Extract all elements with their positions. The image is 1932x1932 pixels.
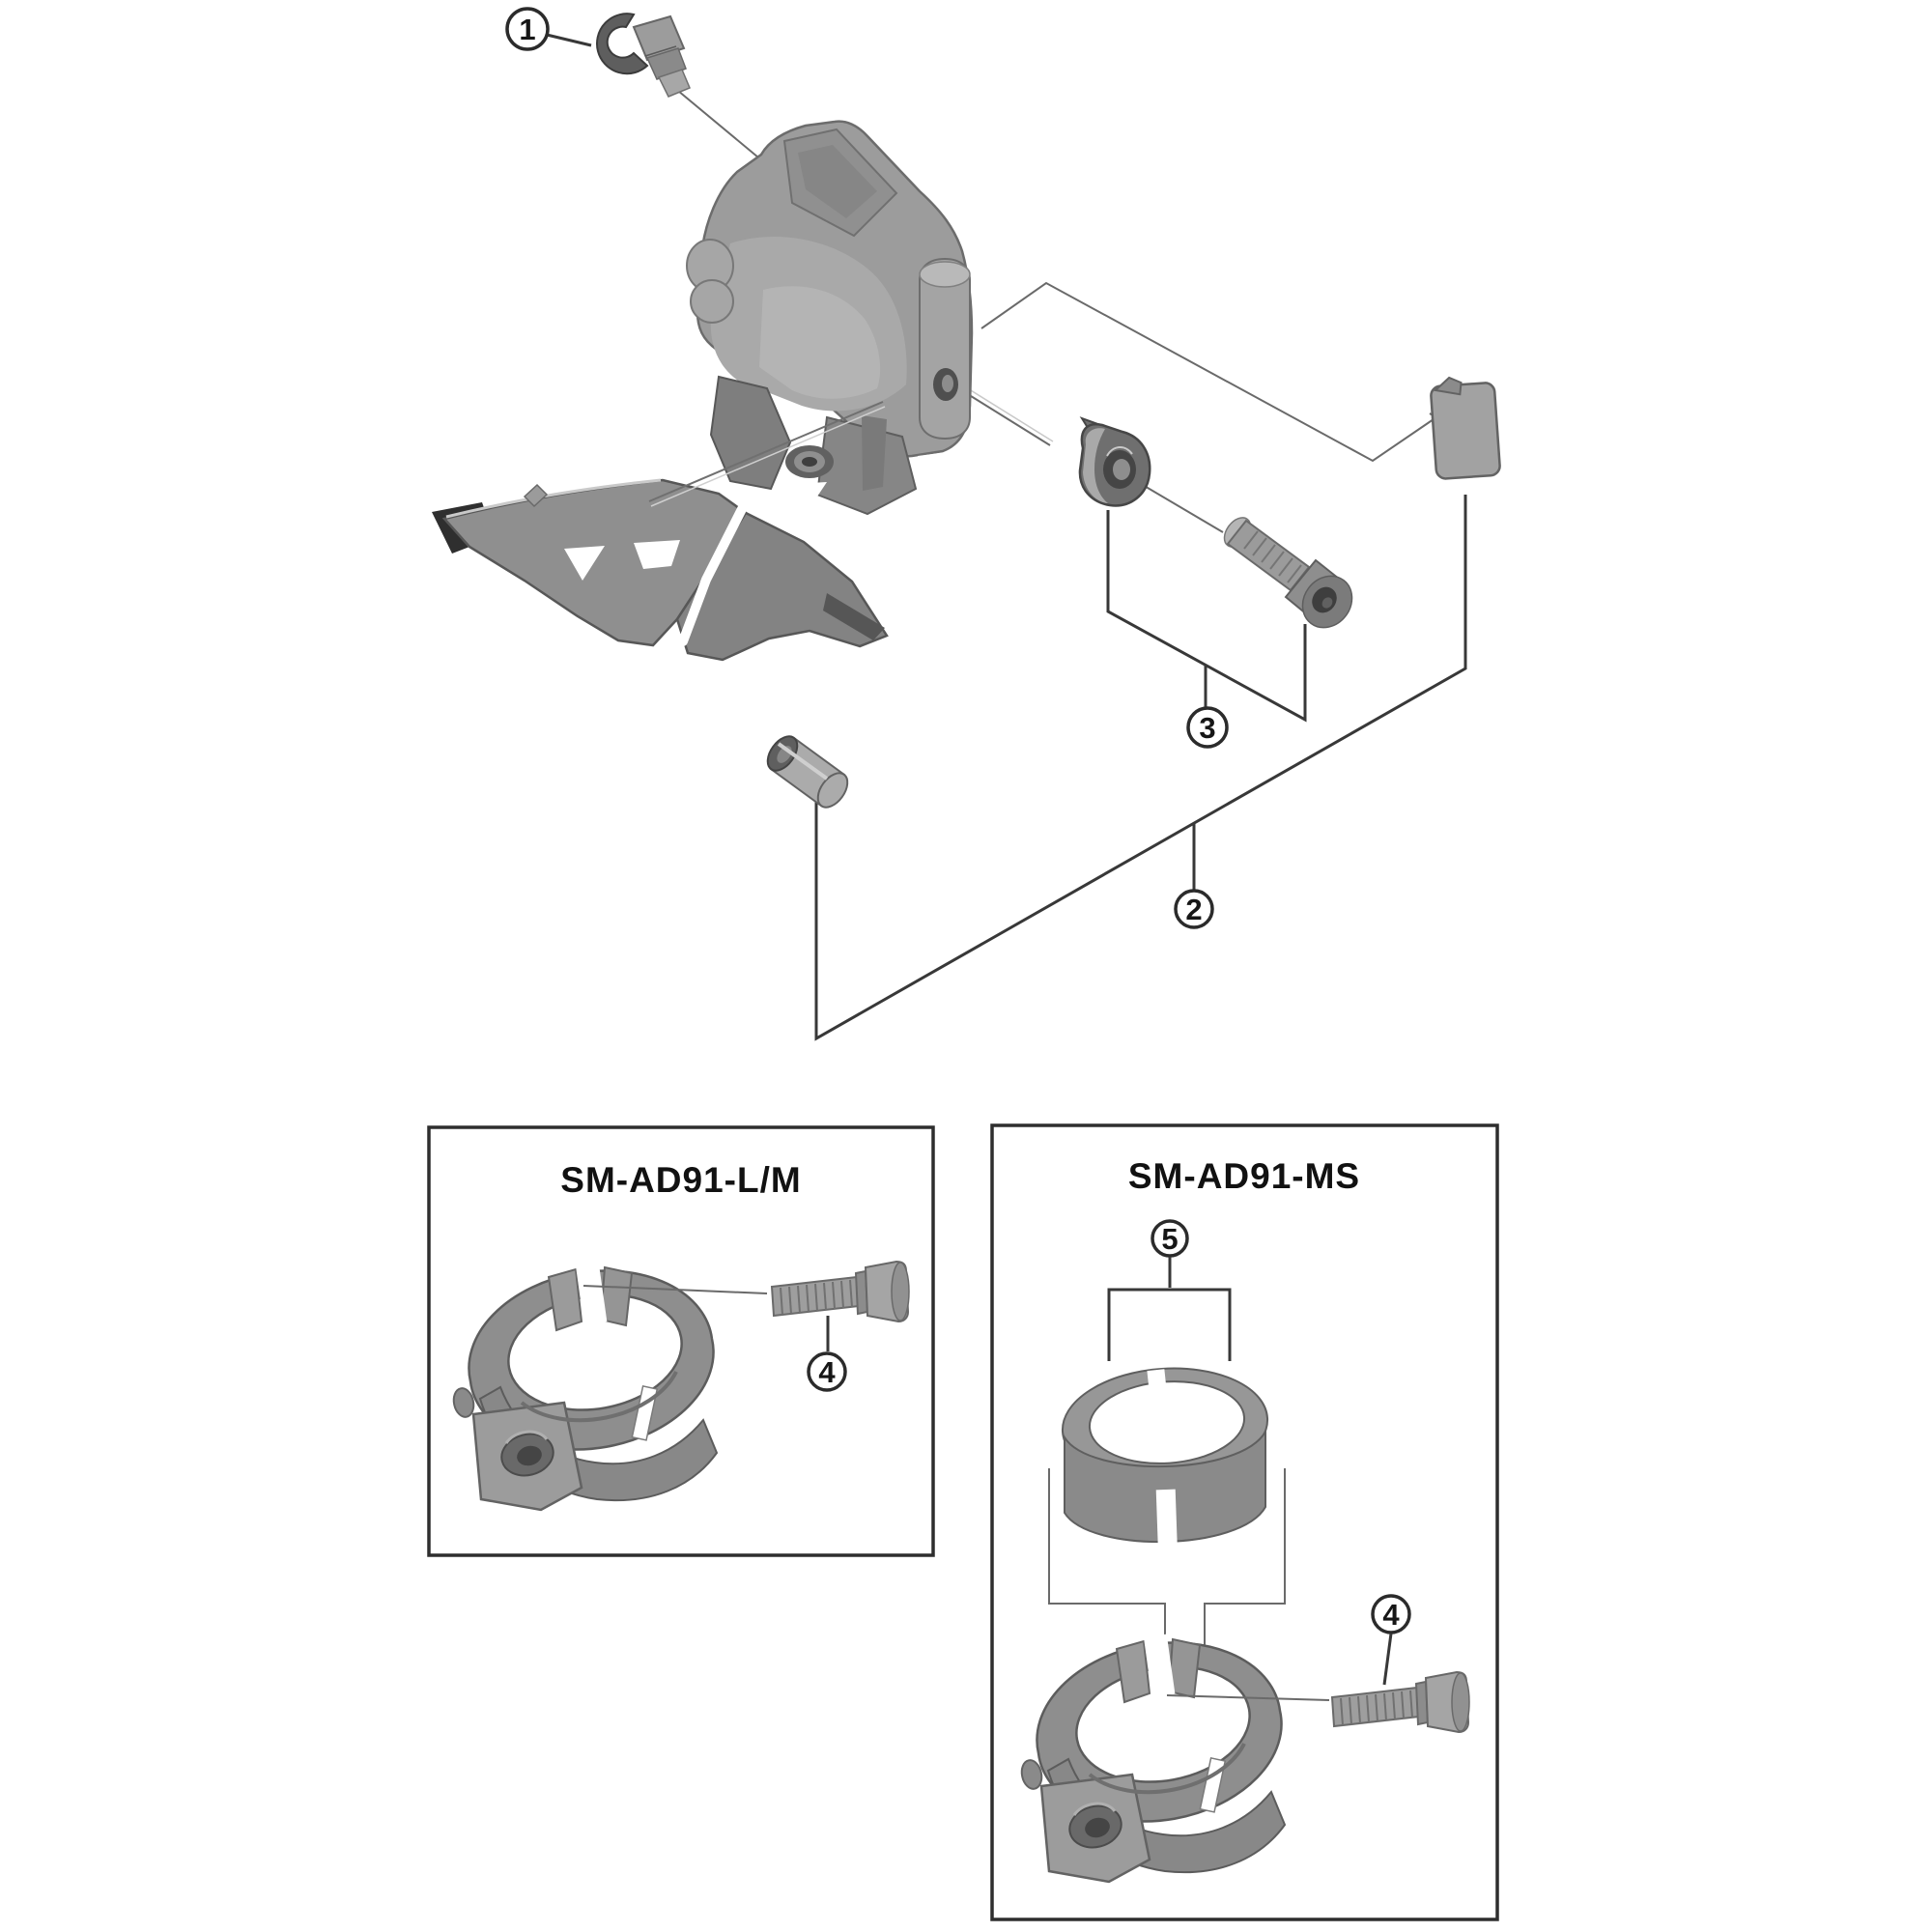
callout-4R-circle bbox=[1371, 1594, 1411, 1634]
cage-tail bbox=[823, 593, 885, 640]
callout-1: 1 bbox=[505, 7, 550, 51]
left-ear-lower bbox=[690, 279, 734, 324]
shim-front-wall bbox=[1064, 1428, 1266, 1544]
bolt3-socket-inner bbox=[1321, 597, 1333, 609]
callout-5-number: 5 bbox=[1161, 1222, 1178, 1256]
callout-5: 5 bbox=[1151, 1219, 1189, 1258]
shim-gap-back bbox=[1147, 1369, 1170, 1419]
bolt-seam bbox=[644, 45, 677, 57]
shim-gap-front bbox=[1155, 1489, 1179, 1562]
top-label-inner bbox=[798, 145, 877, 218]
cable-clamp-washer bbox=[596, 13, 649, 75]
support-bolt-and-nut-icon bbox=[1078, 416, 1353, 629]
shim-bracket bbox=[1107, 1288, 1232, 1361]
link-arm-left bbox=[709, 375, 792, 491]
clamp-bolt-threads bbox=[780, 1279, 853, 1316]
barrel-top bbox=[919, 261, 971, 288]
cover-plate-tab bbox=[1433, 376, 1463, 396]
clamp-bolt-head-face bbox=[891, 1262, 910, 1321]
cage-tab bbox=[523, 483, 549, 508]
nut-hole-inner bbox=[1113, 459, 1130, 480]
callout-2: 2 bbox=[1174, 889, 1214, 929]
callout-4R-leader bbox=[1382, 1633, 1393, 1686]
barrel-hole-inner bbox=[942, 375, 953, 392]
box-lm-title: SM-AD91-L/M bbox=[560, 1160, 801, 1200]
clamp-inner-shadow bbox=[520, 1371, 678, 1423]
cover-plate-rect bbox=[1430, 382, 1501, 480]
pin-end bbox=[816, 772, 849, 809]
clamp-hole-highlight bbox=[504, 1430, 549, 1444]
shim-to-clamp-bracket-right bbox=[1204, 1468, 1286, 1668]
nut-pointer-highlight bbox=[957, 382, 1054, 442]
pin-highlight bbox=[777, 742, 829, 781]
callout-4R-number: 4 bbox=[1382, 1598, 1400, 1632]
callout-4L-circle bbox=[807, 1351, 847, 1392]
part2-bracket bbox=[814, 495, 1467, 1041]
part1-pointer-line bbox=[677, 90, 759, 158]
callout-3-circle bbox=[1186, 706, 1229, 749]
front-highlight bbox=[759, 286, 881, 399]
link-cutout-2 bbox=[918, 450, 962, 500]
clamp-nub bbox=[452, 1387, 475, 1418]
clamp-band-lm-icon bbox=[452, 1262, 719, 1512]
pivot-ring-center bbox=[802, 457, 817, 467]
clamp-bolt-leader-lm bbox=[582, 1285, 768, 1294]
bolt-tip bbox=[657, 69, 691, 98]
callout-4L-number: 4 bbox=[818, 1355, 836, 1389]
link-strip bbox=[862, 415, 887, 491]
front-derailleur-body-icon bbox=[432, 120, 974, 662]
callout-2-number: 2 bbox=[1185, 893, 1202, 926]
right-barrel bbox=[919, 257, 971, 440]
callout-1-leader bbox=[546, 33, 592, 47]
cage-inner-plate bbox=[675, 511, 889, 662]
clamp-tab-left bbox=[547, 1267, 583, 1332]
cable-line-highlight bbox=[650, 406, 886, 507]
callout-2-circle bbox=[1174, 889, 1214, 929]
callout-3-number: 3 bbox=[1199, 711, 1215, 745]
cage-gap bbox=[678, 504, 747, 646]
cable-line bbox=[648, 401, 884, 502]
nut-flange-highlight bbox=[1083, 428, 1108, 503]
cage-top-highlight bbox=[445, 478, 662, 519]
box-sm-ad91-ms: SM-AD91-MS 5 4 bbox=[990, 1123, 1499, 1921]
clamp-bolt-leader-ms bbox=[1166, 1694, 1330, 1701]
shim-gap-near bbox=[1169, 1400, 1190, 1448]
callout-4-right: 4 bbox=[1371, 1594, 1411, 1634]
link-cutout-1 bbox=[777, 482, 827, 520]
bolt-head-block bbox=[632, 14, 686, 62]
callout-4-left: 4 bbox=[807, 1351, 847, 1392]
clamp-hole bbox=[517, 1445, 542, 1466]
cover-plate bbox=[1430, 376, 1501, 480]
callout-5-circle bbox=[1151, 1219, 1189, 1258]
mounting-bracket-plate-and-pin-icon bbox=[766, 376, 1501, 809]
cable-fixing-bolt-icon bbox=[596, 13, 691, 98]
callout-3: 3 bbox=[1186, 706, 1229, 749]
part2-top-leader bbox=[980, 281, 1435, 463]
clamp-bolt-lm-icon bbox=[770, 1260, 910, 1323]
cage-cutout-triangle bbox=[564, 546, 605, 581]
cage-cutout-slot bbox=[634, 540, 680, 569]
box-ms-title: SM-AD91-MS bbox=[1128, 1156, 1360, 1196]
callout-1-number: 1 bbox=[519, 13, 535, 46]
bolt3-threads bbox=[1243, 530, 1302, 583]
clamp-shim-icon bbox=[1061, 1367, 1269, 1562]
box-sm-ad91-lm: SM-AD91-L/M bbox=[427, 1125, 935, 1557]
nut-hole-highlight bbox=[1106, 446, 1133, 457]
clamp-split-gap bbox=[575, 1262, 608, 1325]
callout-1-circle bbox=[505, 7, 550, 51]
